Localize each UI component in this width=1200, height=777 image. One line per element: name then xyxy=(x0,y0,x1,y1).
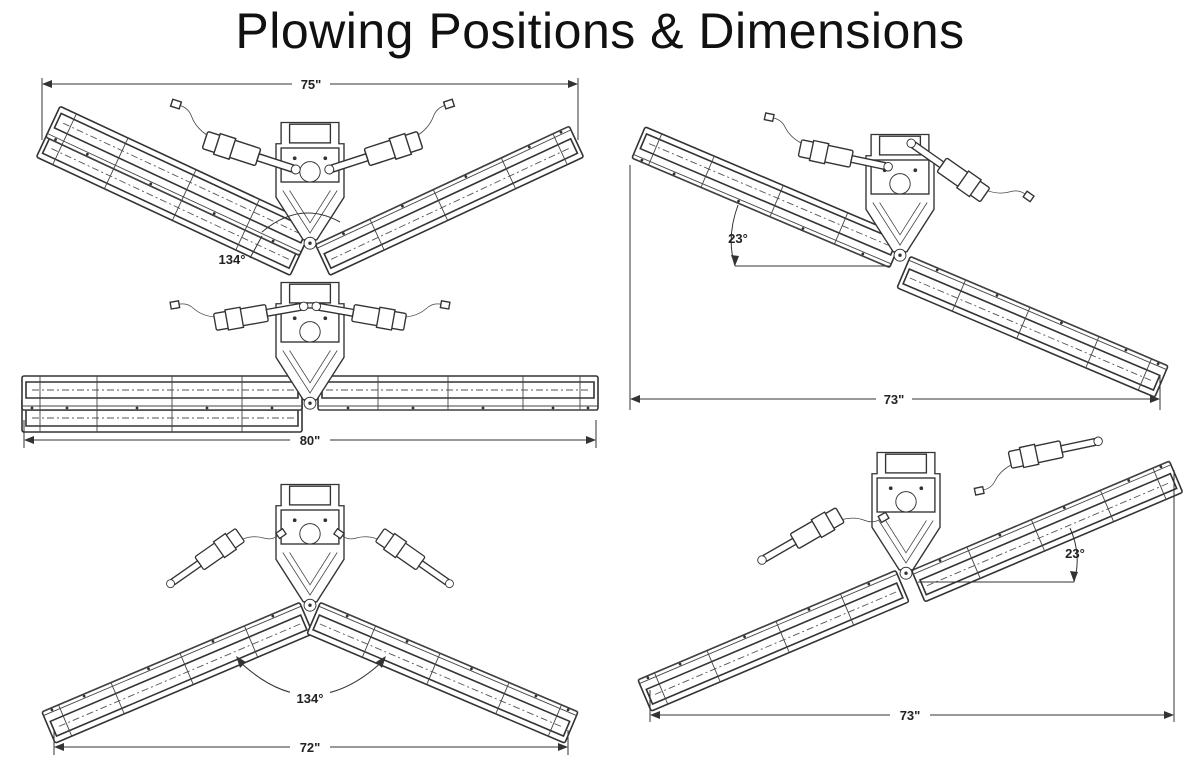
angle-label-134-top: 134° xyxy=(219,252,246,267)
view-angle-left: 23° 73" xyxy=(637,429,1184,723)
angle-label-23-top: 23° xyxy=(728,231,748,246)
view-scoop: 134° 72" xyxy=(41,483,579,755)
dimension-label-73-bottom: 73" xyxy=(900,708,921,723)
view-straight: 80" xyxy=(21,278,599,448)
dimension-label-75: 75" xyxy=(301,77,322,92)
dimension-label-80: 80" xyxy=(300,433,321,448)
view-angle-right: 23° 73" xyxy=(629,112,1169,410)
dimension-label-72: 72" xyxy=(300,740,321,755)
page-title: Plowing Positions & Dimensions xyxy=(235,3,965,59)
angle-label-23-bottom: 23° xyxy=(1065,546,1085,561)
angle-label-134-bottom: 134° xyxy=(297,691,324,706)
view-v-plow: 75" 134° xyxy=(35,77,585,277)
dimension-label-73-top: 73" xyxy=(884,392,905,407)
